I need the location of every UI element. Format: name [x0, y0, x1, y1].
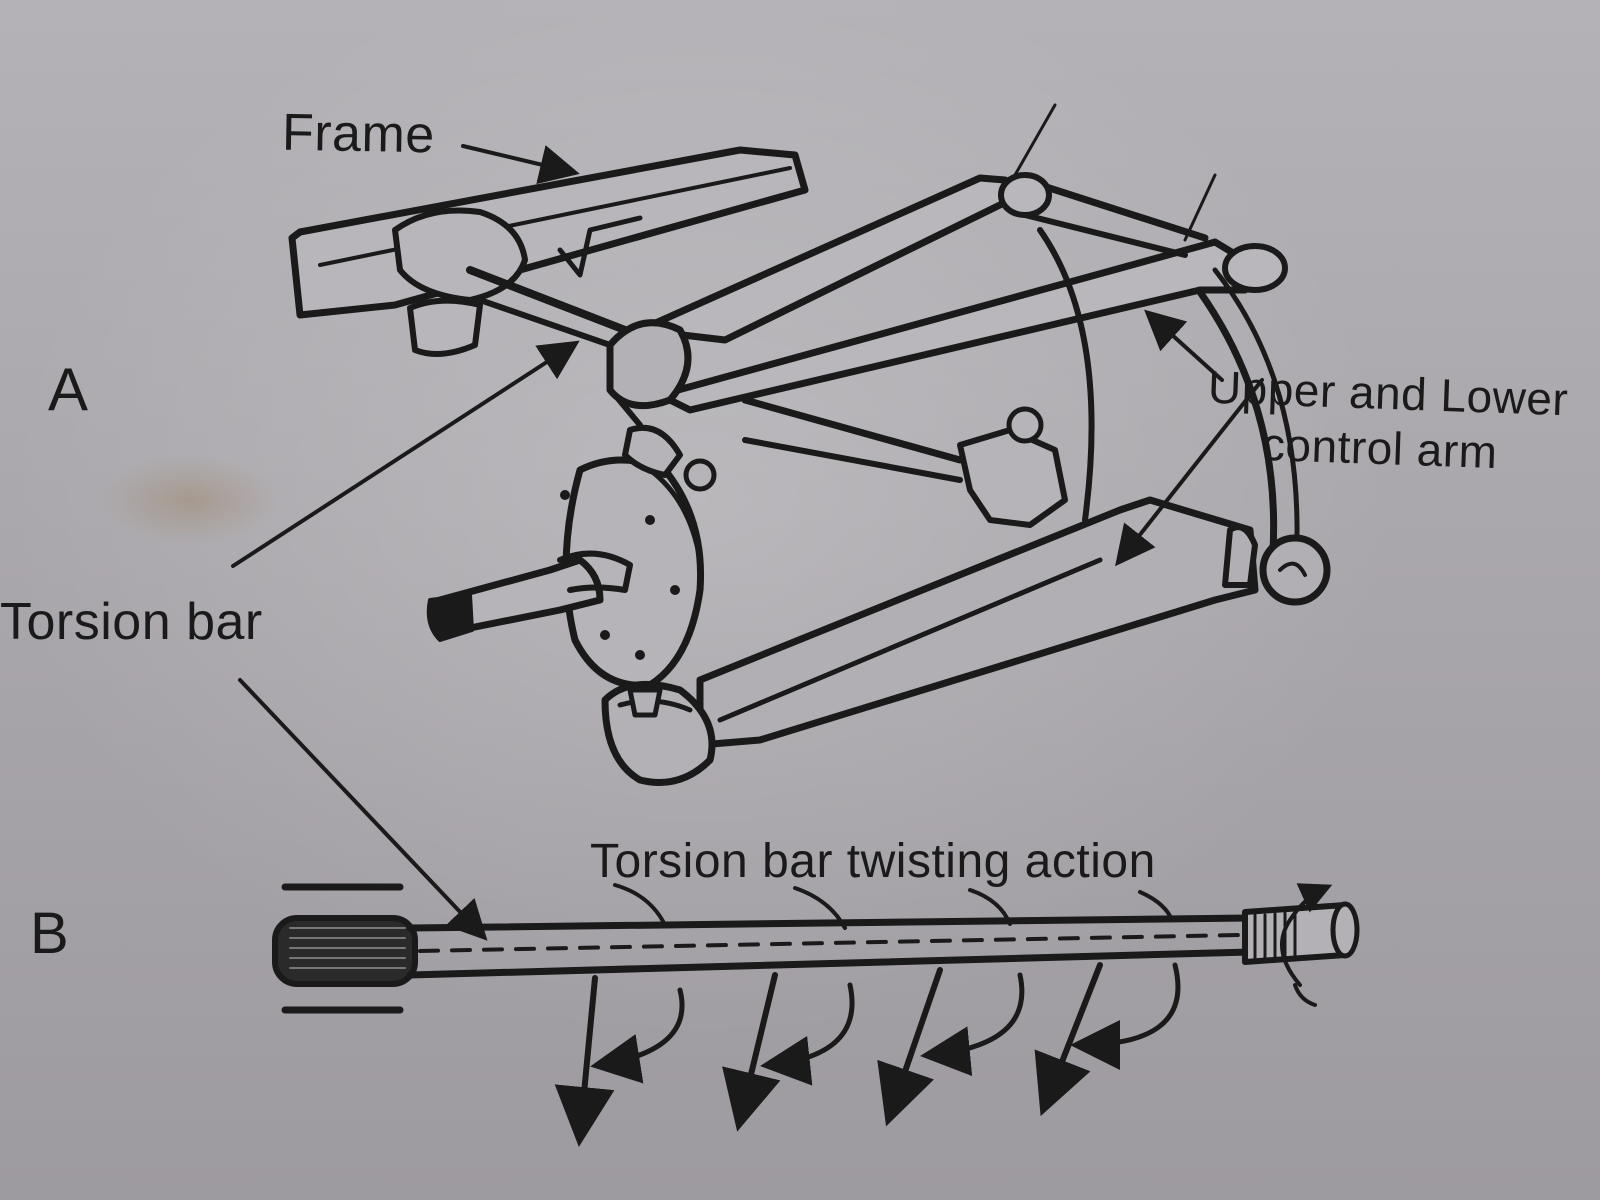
spindle-and-hub	[426, 424, 717, 689]
down-arrow-4	[1034, 962, 1103, 1117]
curl-arrow-2	[760, 982, 855, 1086]
frame-label: Frame	[281, 103, 436, 165]
curl-arrow-1	[590, 987, 685, 1084]
frame-leader-arrow	[461, 144, 580, 185]
upper-ball-joint	[606, 319, 692, 428]
upper-arm-leader	[1144, 309, 1224, 382]
upper-control-arm	[466, 103, 1288, 414]
panel-a-label: A	[48, 356, 89, 423]
twist-label-leaders	[613, 883, 1174, 930]
torsion-bar-leader-b	[238, 678, 488, 941]
twisting-action-arrows	[554, 962, 1181, 1147]
torsion-bar-label: Torsion bar	[0, 593, 263, 651]
frame-rail	[288, 146, 809, 357]
lower-arm-leader	[1115, 378, 1264, 567]
torsion-bar-leader-a	[231, 340, 580, 568]
control-arm-label-line1: Upper and Lower	[1207, 360, 1570, 426]
lower-ball-joint	[601, 680, 716, 786]
curl-arrow-3	[920, 972, 1025, 1077]
down-arrow-3	[877, 967, 943, 1127]
down-arrow-2	[722, 972, 781, 1132]
control-arm-label-line2: control arm	[1261, 417, 1499, 479]
panel-b-label: B	[30, 901, 70, 966]
figure-a-leader-lines	[231, 144, 1264, 568]
down-arrow-1	[554, 975, 615, 1147]
twisting-action-label: Torsion bar twisting action	[590, 835, 1156, 888]
curl-arrow-4	[1070, 962, 1181, 1070]
torsion-bar-b	[272, 883, 1360, 1014]
shock-absorber	[741, 227, 1095, 528]
